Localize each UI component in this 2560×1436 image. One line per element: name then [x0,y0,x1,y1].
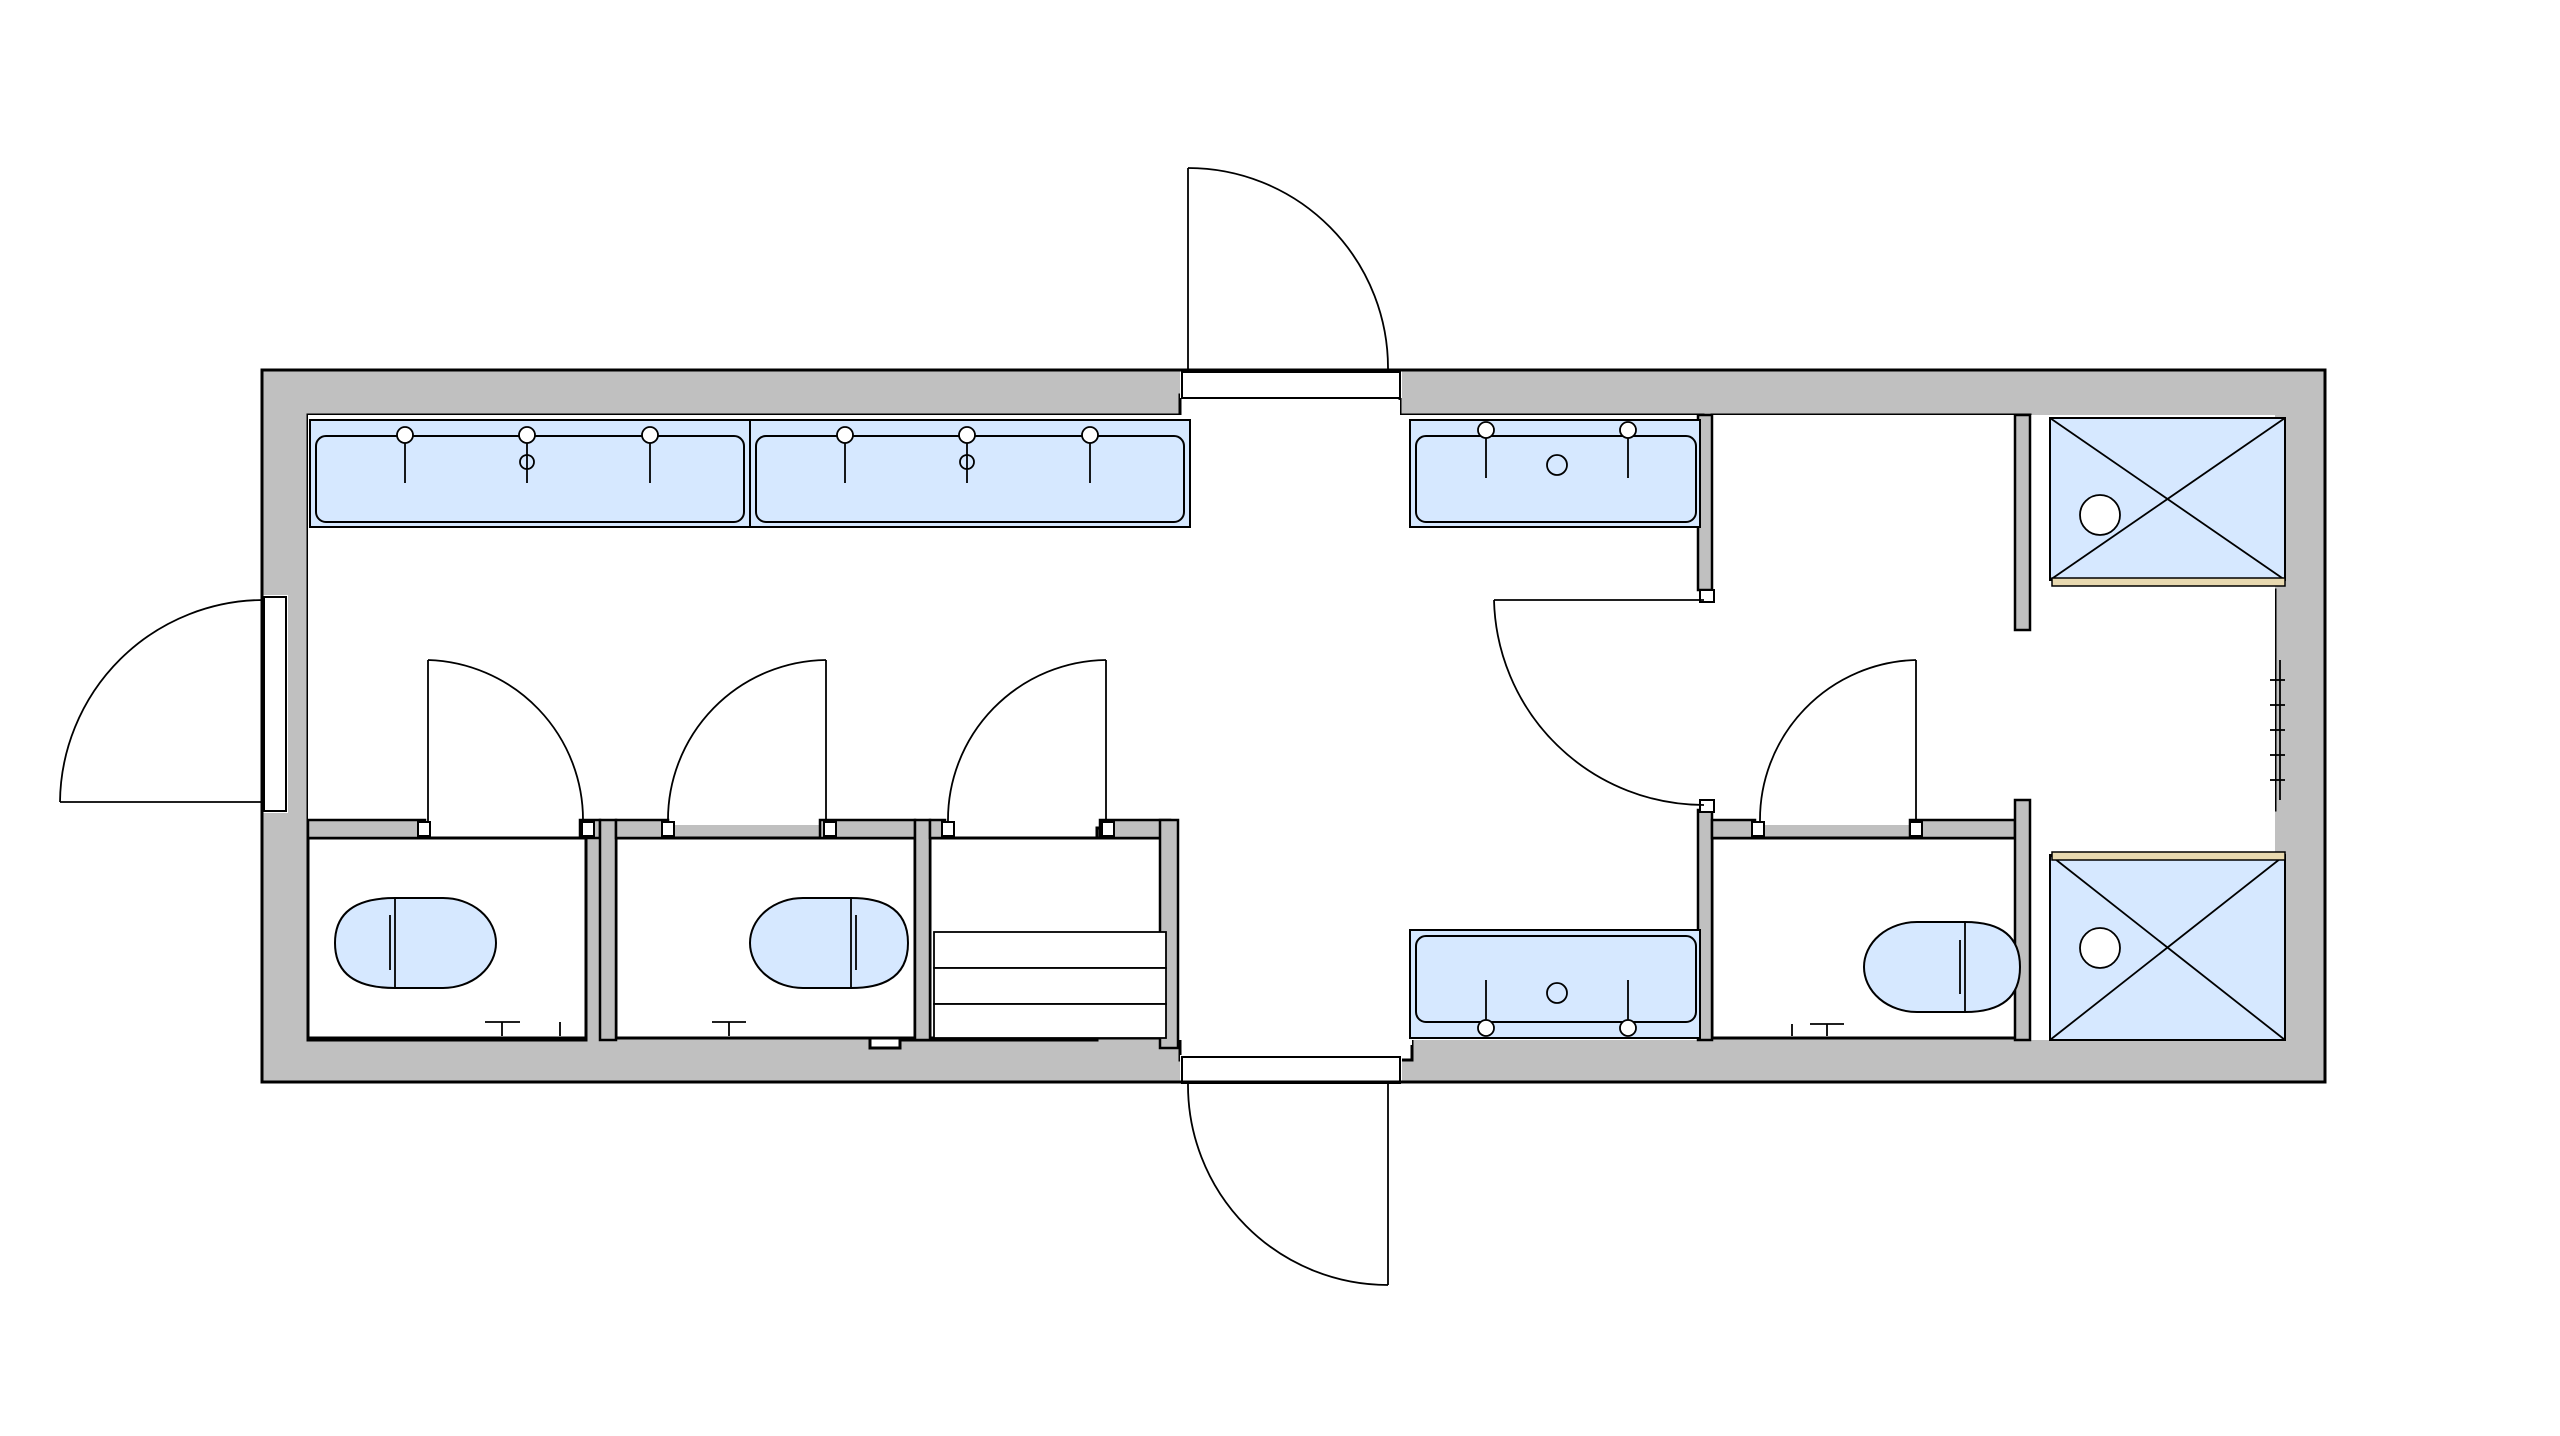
shower-head-icon [2079,494,2121,536]
tap-icon [1619,980,1637,1037]
wash-trough-3 [1409,419,1701,528]
door-storage [947,659,1107,823]
tap-icon [1619,421,1637,478]
storage-shelves [933,931,1167,1039]
toilets [333,897,2022,1036]
toilet-3 [1791,921,2022,1036]
door-changing [1493,599,1705,806]
door-frames [263,371,1923,1084]
door-cubicle-1 [427,659,584,823]
shower-curtain-rail [2051,577,2286,587]
door-wc-right [1759,659,1917,823]
coat-hooks [2270,660,2285,800]
toilet-1 [333,897,561,1036]
tap-icon [518,426,536,483]
door-bottom [1187,1082,1389,1286]
shower-trays [2049,417,2286,1041]
shower-bottom [2049,851,2286,1041]
tap-icon [641,426,659,483]
shower-top [2049,417,2286,587]
shelf [933,931,1167,969]
wall-outlines [260,368,2327,1084]
wash-trough-1 [309,419,751,528]
drain-icon [1546,982,1568,1004]
wash-troughs [309,419,1701,1039]
bottom-door-threshold [1181,1056,1401,1084]
shelf [933,967,1167,1005]
tap-icon [836,426,854,483]
shower-curtain-rail [2051,851,2286,861]
toilet-2 [712,897,910,1036]
top-door-threshold [1181,371,1401,399]
door-top [1187,167,1389,371]
shower-head-icon [2079,927,2121,969]
tap-icon [1477,421,1495,478]
tap-icon [1477,980,1495,1037]
drain-icon [1546,454,1568,476]
tap-icon [396,426,414,483]
wash-trough-2 [749,419,1191,528]
door-cubicle-2 [667,659,827,823]
door-left [59,599,265,803]
wash-trough-4 [1409,929,1701,1039]
tap-icon [1081,426,1099,483]
tap-icon [958,426,976,483]
door-swings [59,167,1917,1286]
left-door-threshold [263,596,287,812]
shelf [933,1003,1167,1039]
